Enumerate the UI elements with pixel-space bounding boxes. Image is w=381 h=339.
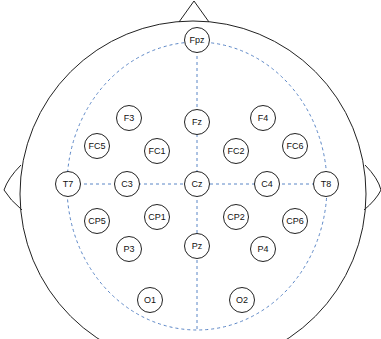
electrode-label: P4 <box>257 245 268 254</box>
left-ear-outline <box>4 165 22 210</box>
electrode-circle: F3 <box>116 105 142 131</box>
electrode-circle: T7 <box>55 171 81 197</box>
electrode-circle: P3 <box>116 236 142 262</box>
electrode-circle: O2 <box>229 287 255 313</box>
electrode-circle: CP6 <box>282 208 308 234</box>
electrode-circle: C4 <box>254 171 280 197</box>
nose-outline <box>179 1 209 22</box>
electrode-circle: Fz <box>184 109 210 135</box>
electrode-circle: F4 <box>250 105 276 131</box>
electrode-circle: C3 <box>114 171 140 197</box>
electrode-circle: CP1 <box>144 204 170 230</box>
electrode-circle: P4 <box>250 236 276 262</box>
electrode-circle: FC2 <box>223 138 249 164</box>
electrode-label: T8 <box>321 180 332 189</box>
electrode-label: Cz <box>192 180 203 189</box>
electrode-circle: Pz <box>184 233 210 259</box>
electrode-label: O1 <box>144 296 156 305</box>
electrode-circle: Cz <box>184 171 210 197</box>
electrode-label: C4 <box>261 180 273 189</box>
electrode-label: Pz <box>192 242 203 251</box>
electrode-circle: Fpz <box>184 27 210 53</box>
electrode-circle: T8 <box>313 171 339 197</box>
reference-ellipse <box>67 42 327 330</box>
electrode-circle: FC5 <box>84 133 110 159</box>
electrode-label: CP1 <box>148 213 166 222</box>
head-circle <box>20 21 366 339</box>
electrode-circle: CP5 <box>84 208 110 234</box>
electrode-label: F4 <box>258 114 269 123</box>
electrode-label: CP2 <box>227 213 245 222</box>
electrode-circle: FC1 <box>144 138 170 164</box>
electrode-label: FC6 <box>286 142 303 151</box>
electrode-circle: FC6 <box>282 133 308 159</box>
electrode-label: C3 <box>121 180 133 189</box>
electrode-circle: CP2 <box>223 204 249 230</box>
electrode-circle: O1 <box>137 287 163 313</box>
electrode-label: Fz <box>192 118 202 127</box>
electrode-label: FC2 <box>227 147 244 156</box>
electrode-label: Fpz <box>189 36 204 45</box>
electrode-label: FC1 <box>148 147 165 156</box>
electrode-label: CP5 <box>88 217 106 226</box>
right-ear-outline <box>364 165 381 210</box>
electrode-label: T7 <box>63 180 74 189</box>
electrode-label: F3 <box>124 114 135 123</box>
electrode-label: CP6 <box>286 217 304 226</box>
electrode-label: O2 <box>236 296 248 305</box>
electrode-label: P3 <box>123 245 134 254</box>
electrode-label: FC5 <box>88 142 105 151</box>
